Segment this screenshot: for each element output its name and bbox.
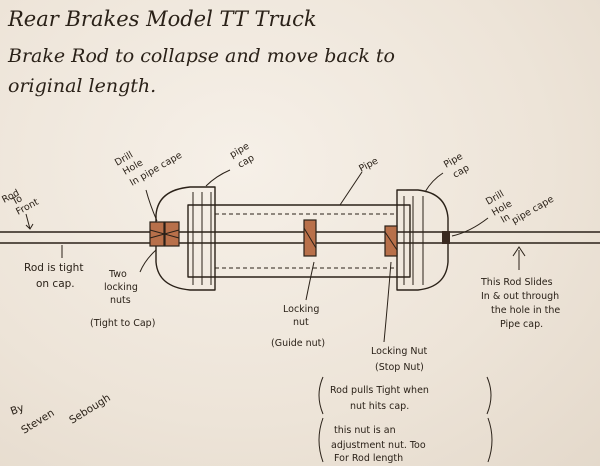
note-adjust-2: adjustment nut. Too bbox=[331, 440, 426, 451]
drill-right-arrow bbox=[451, 217, 489, 237]
slides-4: Pipe cap. bbox=[500, 319, 543, 330]
guide-nut-arrow bbox=[305, 261, 315, 301]
note-adjust-1: this nut is an bbox=[334, 425, 396, 436]
stop-nut-2: (Stop Nut) bbox=[375, 362, 424, 373]
note-pulls-bracket-right bbox=[486, 376, 492, 415]
stop-nut-hatch bbox=[384, 231, 398, 251]
guide-nut-1: Locking bbox=[283, 304, 319, 315]
guide-nut-2: nut bbox=[293, 317, 309, 328]
pipe-arrow bbox=[339, 171, 363, 206]
right-pipe-cap bbox=[396, 189, 449, 291]
left-pipe-cap bbox=[155, 186, 216, 291]
drill-left-arrow bbox=[145, 189, 158, 222]
subtitle-line-2: original length. bbox=[8, 75, 156, 97]
guide-nut-hatch bbox=[303, 227, 317, 249]
two-nuts-4: (Tight to Cap) bbox=[90, 318, 155, 329]
slides-arrowhead bbox=[512, 246, 526, 257]
rod-to-front-arrow bbox=[25, 213, 34, 230]
guide-nut-3: (Guide nut) bbox=[271, 338, 325, 349]
two-nuts-1: Two bbox=[108, 269, 127, 280]
nut-hatch-2 bbox=[149, 229, 180, 239]
subtitle-line-1: Brake Rod to collapse and move back to bbox=[7, 45, 395, 67]
two-nuts-3: nuts bbox=[110, 295, 131, 306]
note-adjust-bracket-right bbox=[487, 417, 493, 463]
drill-right-4: pipe cape bbox=[510, 194, 556, 227]
title: Rear Brakes Model TT Truck bbox=[7, 7, 317, 31]
note-pulls-bracket-left bbox=[318, 376, 324, 415]
two-nuts-arrow bbox=[139, 249, 157, 273]
pipe-body bbox=[187, 204, 411, 278]
rod-tight-1: Rod is tight bbox=[24, 262, 83, 274]
signature-name-2: Sebough bbox=[67, 392, 113, 427]
slides-2: In & out through bbox=[481, 291, 559, 302]
note-pulls-1: Rod pulls Tight when bbox=[330, 385, 429, 396]
locking-nut-left-outer bbox=[149, 221, 165, 247]
slides-3: the hole in the bbox=[491, 305, 560, 316]
rod-to-front-2: To bbox=[9, 193, 24, 208]
note-adjust-3: For Rod length bbox=[334, 453, 403, 464]
rod-tight-2: on cap. bbox=[36, 278, 75, 290]
right-cap-hole bbox=[442, 231, 450, 244]
pipe-cap-left-arrow bbox=[205, 169, 231, 187]
stop-nut-arrow bbox=[383, 261, 392, 343]
two-nuts-2: locking bbox=[104, 282, 138, 293]
note-pulls-2: nut hits cap. bbox=[350, 401, 409, 412]
signature-by: By bbox=[9, 402, 26, 418]
pipe-label: Pipe bbox=[357, 155, 380, 174]
stop-nut-1: Locking Nut bbox=[371, 346, 428, 357]
locking-nut-left-inner bbox=[164, 221, 180, 247]
pipe-cap-right-arrow bbox=[424, 172, 444, 193]
note-adjust-bracket-left bbox=[318, 417, 324, 463]
slides-1: This Rod Slides bbox=[480, 277, 553, 288]
